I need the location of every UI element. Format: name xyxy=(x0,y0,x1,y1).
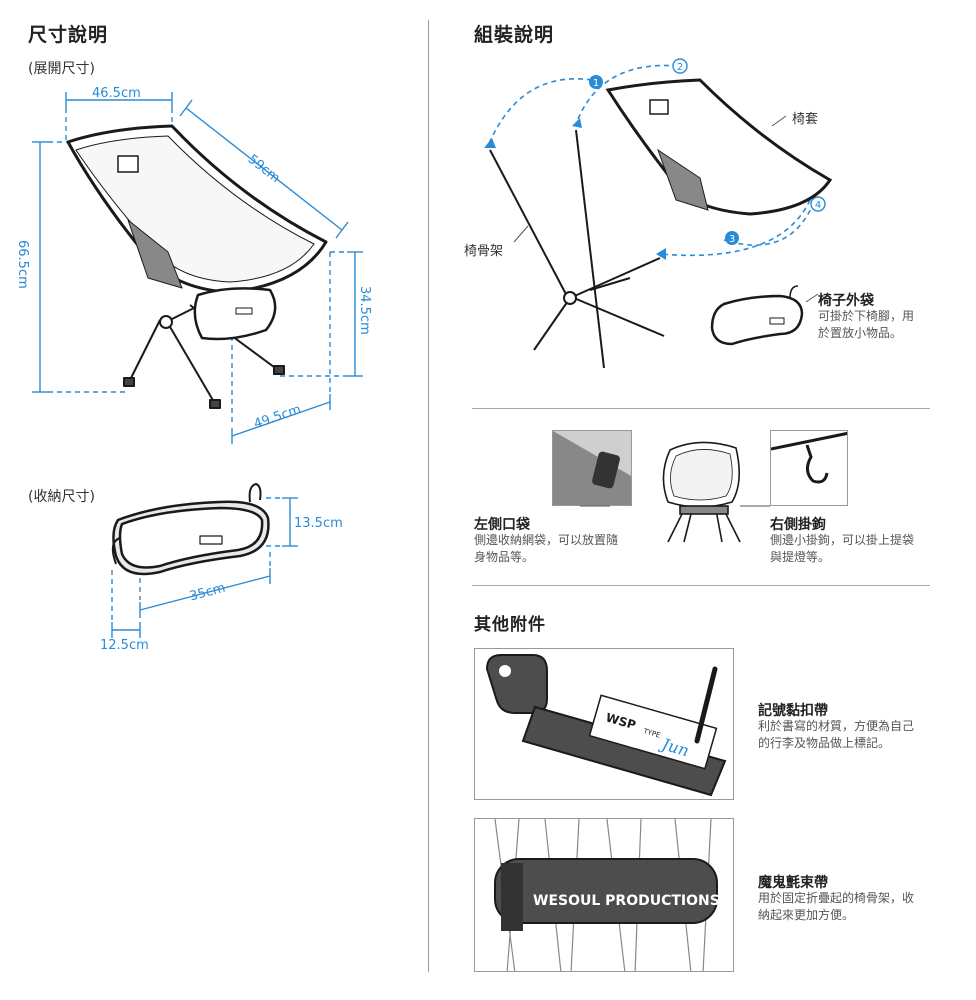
left-pocket-desc-line1: 側邊收納網袋，可以放置隨 xyxy=(474,533,619,547)
strap-desc-line1: 用於固定折疊起的椅骨架，收 xyxy=(758,891,915,905)
step-2-label: 2 xyxy=(677,62,683,73)
tag-title: 記號黏扣帶 xyxy=(758,703,828,719)
step-3-marker xyxy=(725,231,739,245)
step-4-label: 4 xyxy=(815,200,821,211)
left-pocket-title: 左側口袋 xyxy=(474,517,530,533)
assembly-title: 組裝說明 xyxy=(474,24,555,46)
section-divider-2 xyxy=(472,585,930,586)
right-hook-desc-line2: 與提燈等。 xyxy=(770,550,831,564)
chair-bag-desc-line2: 於置放小物品。 xyxy=(818,326,903,340)
right-hook-image xyxy=(770,430,848,506)
left-pocket-image xyxy=(552,430,632,506)
dim-width-top: 46.5cm xyxy=(92,86,141,101)
dim-bag-depth: 12.5cm xyxy=(100,638,149,653)
folded-size-label: (收納尺寸) xyxy=(28,489,95,505)
step-1-label: 1 xyxy=(593,78,599,89)
dim-seat-height: 34.5cm xyxy=(357,286,372,335)
strap-desc: 用於固定折疊起的椅骨架，收 納起來更加方便。 xyxy=(758,890,914,924)
step-2-marker xyxy=(672,58,688,74)
strap-image: WESOUL PRODUCTIONS ® xyxy=(474,818,734,972)
tag-desc: 利於書寫的材質，方便為自己 的行李及物品做上標記。 xyxy=(758,718,914,752)
seat-cover-label: 椅套 xyxy=(792,112,819,127)
folded-bag-diagram xyxy=(111,483,298,638)
step-4-marker xyxy=(810,196,826,212)
frame-label: 椅骨架 xyxy=(464,244,504,259)
right-hook-title: 右側掛鉤 xyxy=(770,517,826,533)
tag-image: WSP TYPE Jun xyxy=(474,648,734,800)
unfolded-size-label: (展開尺寸) xyxy=(28,61,95,77)
accessories-title: 其他附件 xyxy=(474,615,546,635)
dim-height: 66.5cm xyxy=(15,240,30,289)
chair-bag-title: 椅子外袋 xyxy=(818,293,874,309)
chair-bag-desc-line1: 可掛於下椅腳，用 xyxy=(818,309,915,323)
left-pocket-desc-line2: 身物品等。 xyxy=(474,550,535,564)
chair-bag-desc: 可掛於下椅腳，用 於置放小物品。 xyxy=(818,308,914,342)
tag-desc-line2: 的行李及物品做上標記。 xyxy=(758,736,891,750)
step-3-label: 3 xyxy=(729,234,735,245)
dim-bag-height: 13.5cm xyxy=(294,516,343,531)
strap-title: 魔鬼氈束帶 xyxy=(758,875,828,891)
section-divider-1 xyxy=(472,408,930,409)
feature-leader-lines xyxy=(580,505,770,507)
chair-side-view xyxy=(662,441,741,543)
column-divider xyxy=(428,20,429,972)
unfolded-chair-diagram xyxy=(32,92,363,444)
right-hook-desc-line1: 側邊小掛鉤，可以掛上提袋 xyxy=(770,533,915,547)
assembly-diagram: 1 2 3 4 xyxy=(484,58,833,369)
tag-desc-line1: 利於書寫的材質，方便為自己 xyxy=(758,719,915,733)
dimensions-title: 尺寸說明 xyxy=(28,24,109,46)
right-hook-desc: 側邊小掛鉤，可以掛上提袋 與提燈等。 xyxy=(770,532,914,566)
strap-desc-line2: 納起來更加方便。 xyxy=(758,908,855,922)
left-pocket-desc: 側邊收納網袋，可以放置隨 身物品等。 xyxy=(474,532,618,566)
strap-brand-text: WESOUL PRODUCTIONS ® xyxy=(533,893,734,909)
step-1-marker xyxy=(589,75,603,89)
